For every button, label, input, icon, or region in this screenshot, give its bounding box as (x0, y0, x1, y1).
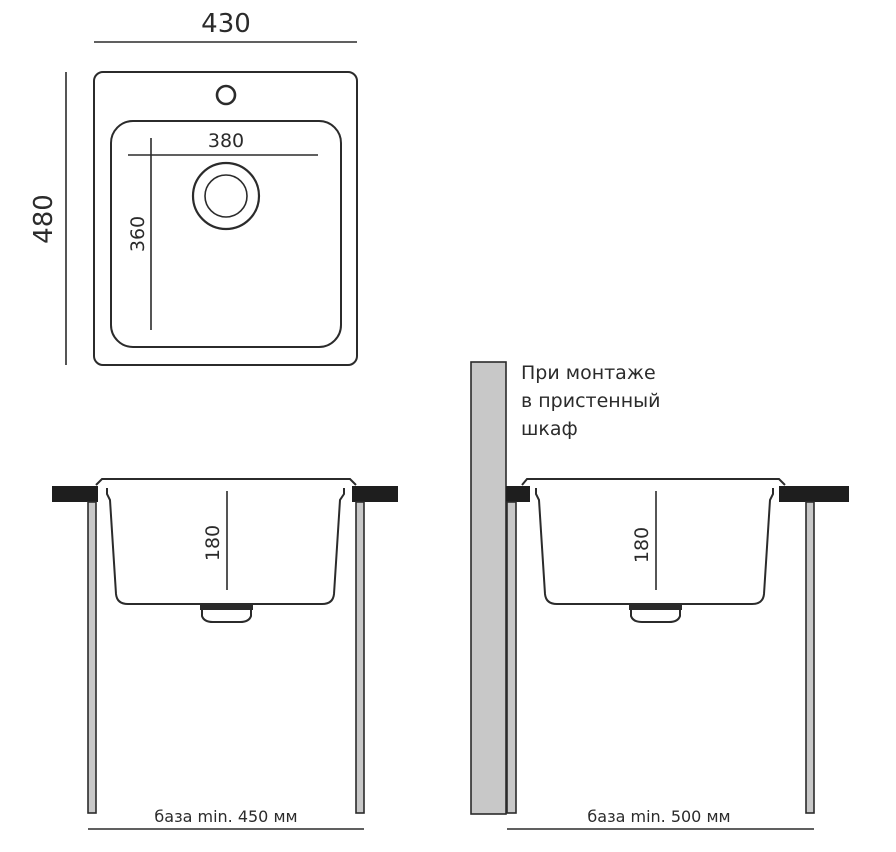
bowl-depth-label: 360 (127, 216, 149, 252)
sink-rim (95, 478, 357, 486)
sink-rim (521, 478, 786, 486)
mounting-note-line-1: При монтаже (521, 362, 656, 384)
base-min-label: база min. 450 мм (154, 807, 297, 826)
faucet-hole (215, 84, 237, 106)
base-min-label: база min. 500 мм (587, 807, 730, 826)
countertop-right (352, 486, 398, 502)
bowl-height-label: 180 (631, 527, 653, 563)
bowl-profile (535, 488, 774, 605)
bowl-width-label: 380 (208, 130, 244, 152)
side-view-right: 180 При монтаже в пристенный шкаф база m… (470, 361, 849, 830)
sink-outer-rim (93, 71, 358, 366)
side-view-left: 180 база min. 450 мм (52, 478, 398, 830)
cabinet-side-panel-left (506, 501, 517, 814)
cabinet-side-panel-right (355, 501, 365, 814)
bowl-profile (106, 488, 345, 605)
outer-height-label: 480 (29, 194, 59, 244)
wall-cabinet-panel (470, 361, 507, 815)
drain-body (630, 610, 681, 623)
drain-outer-ring (191, 161, 261, 231)
cabinet-side-panel-right (805, 501, 815, 814)
mounting-note-line-3: шкаф (521, 418, 578, 440)
countertop-left (506, 486, 530, 502)
mounting-note-line-2: в пристенный (521, 390, 660, 412)
drain-flange (200, 604, 253, 610)
drain-inner-ring (204, 174, 248, 218)
bowl-height-label: 180 (202, 525, 224, 561)
top-view: 430 480 380 360 (29, 9, 358, 366)
countertop-right (779, 486, 849, 502)
cabinet-side-panel-left (87, 501, 97, 814)
drain-body (201, 610, 252, 623)
outer-width-label: 430 (201, 9, 251, 39)
drain-flange (629, 604, 682, 610)
countertop-left (52, 486, 98, 502)
sink-bowl (110, 120, 342, 348)
